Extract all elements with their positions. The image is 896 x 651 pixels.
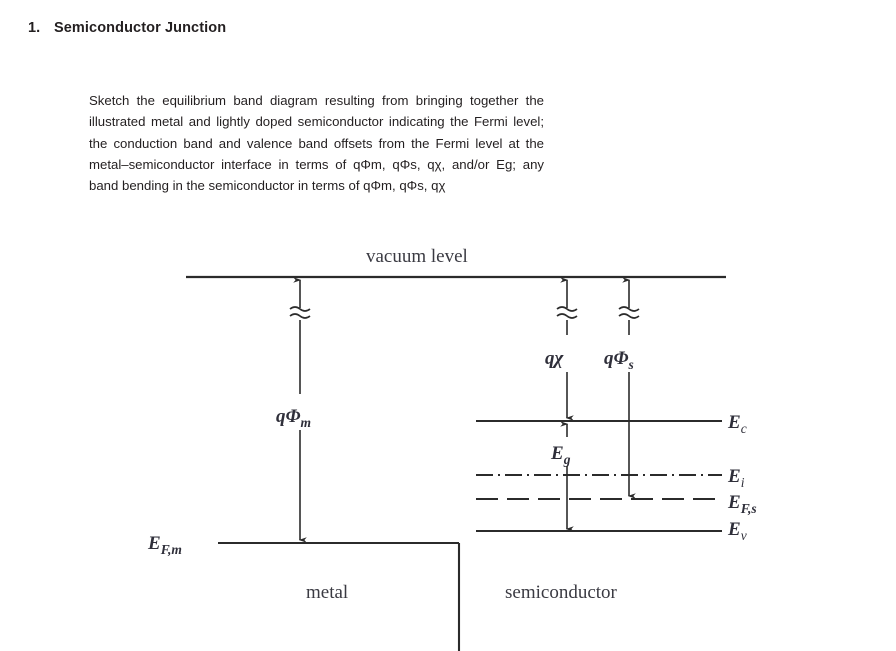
ei-base: E <box>727 466 741 487</box>
band-diagram: vacuum level qΦm qχ <box>0 232 896 651</box>
qphim-break-squiggle-b <box>289 313 311 319</box>
vacuum-level-group: vacuum level <box>186 246 726 279</box>
qphim-label: qΦm <box>276 406 311 430</box>
efs-base: E <box>727 492 741 513</box>
question-title: Semiconductor Junction <box>54 20 227 36</box>
eg-label-base: E <box>550 443 564 464</box>
fermi-metal-label: EF,m <box>147 533 182 557</box>
eg-label-sub: g <box>563 452 571 467</box>
qchi-label-base: qχ <box>545 348 565 369</box>
efs-sub: F,s <box>740 501 757 516</box>
semiconductor-label: semiconductor <box>505 582 618 603</box>
qphim-label-sub: m <box>301 415 312 430</box>
semiconductor-bands <box>476 419 722 533</box>
eg-label: Eg <box>550 443 571 467</box>
metal-work-function-group: qΦm <box>276 277 311 543</box>
electron-affinity-group: qχ <box>545 277 578 421</box>
band-gap-group: Eg <box>550 421 574 532</box>
qphim-label-base: qΦ <box>276 406 301 427</box>
qchi-label: qχ <box>545 348 565 369</box>
metal-label: metal <box>306 582 348 603</box>
band-label-group: Ec Ei EF,s Ev <box>727 412 757 543</box>
qphis-label-base: qΦ <box>604 348 629 369</box>
question-number: 1. <box>28 20 41 36</box>
qphim-break-squiggle-a <box>289 306 311 312</box>
intrinsic-level-label: Ei <box>727 466 745 490</box>
qchi-break-squiggle-a <box>556 306 578 312</box>
fermi-semi-label: EF,s <box>727 492 757 516</box>
qphis-break-squiggle-b <box>618 313 640 319</box>
ei-sub: i <box>741 475 745 490</box>
conduction-band-label: Ec <box>727 412 747 436</box>
semi-work-function-group: qΦs <box>604 277 640 499</box>
efm-base: E <box>147 533 161 554</box>
question-body: Sketch the equilibrium band diagram resu… <box>89 93 544 194</box>
qphis-label: qΦs <box>604 348 634 372</box>
qphis-break-squiggle-a <box>618 306 640 312</box>
ev-base: E <box>727 519 741 540</box>
valence-band-label: Ev <box>727 519 747 543</box>
ec-base: E <box>727 412 741 433</box>
question-heading: 1. Semiconductor Junction <box>28 20 728 36</box>
metal-region: EF,m metal <box>147 533 461 651</box>
ec-sub: c <box>741 421 747 436</box>
vacuum-level-label: vacuum level <box>366 246 468 267</box>
ev-sub: v <box>741 528 747 543</box>
efm-sub: F,m <box>160 542 182 557</box>
qchi-break-squiggle-b <box>556 313 578 319</box>
qphis-label-sub: s <box>628 357 634 372</box>
